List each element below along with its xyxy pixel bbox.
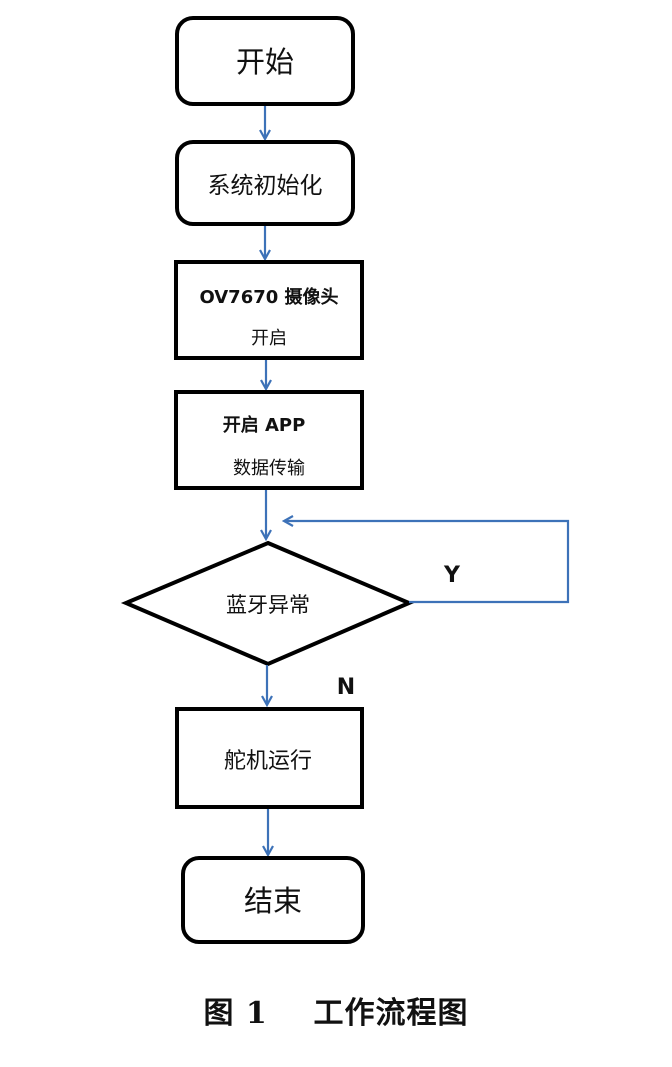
camera-label-line2: 开启	[251, 328, 287, 349]
app-label-line2: 数据传输	[233, 458, 305, 479]
arrow-yes-loop	[284, 521, 570, 604]
servo-label: 舵机运行	[224, 749, 312, 774]
flowchart: 开始 系统初始化 OV7670 摄像头 开启 开启 APP 数据传输 蓝牙异常 …	[120, 16, 570, 944]
init-label: 系统初始化	[208, 173, 323, 199]
end-node	[181, 856, 365, 944]
decision-node	[120, 540, 415, 667]
end-label: 结束	[244, 884, 302, 918]
figure-caption: 图 1 工作流程图	[203, 996, 469, 1031]
camera-label-line1: OV7670 摄像头	[199, 286, 338, 308]
decision-label: 蓝牙异常	[226, 593, 310, 617]
start-node	[175, 16, 355, 106]
servo-node	[175, 707, 364, 809]
branch-yes-label: Y	[443, 563, 461, 588]
init-node	[175, 140, 355, 226]
start-label: 开始	[236, 45, 294, 79]
branch-no-label: N	[337, 675, 355, 700]
camera-node	[174, 260, 364, 360]
app-label-line1: 开启 APP	[223, 414, 306, 436]
app-node	[174, 390, 364, 490]
